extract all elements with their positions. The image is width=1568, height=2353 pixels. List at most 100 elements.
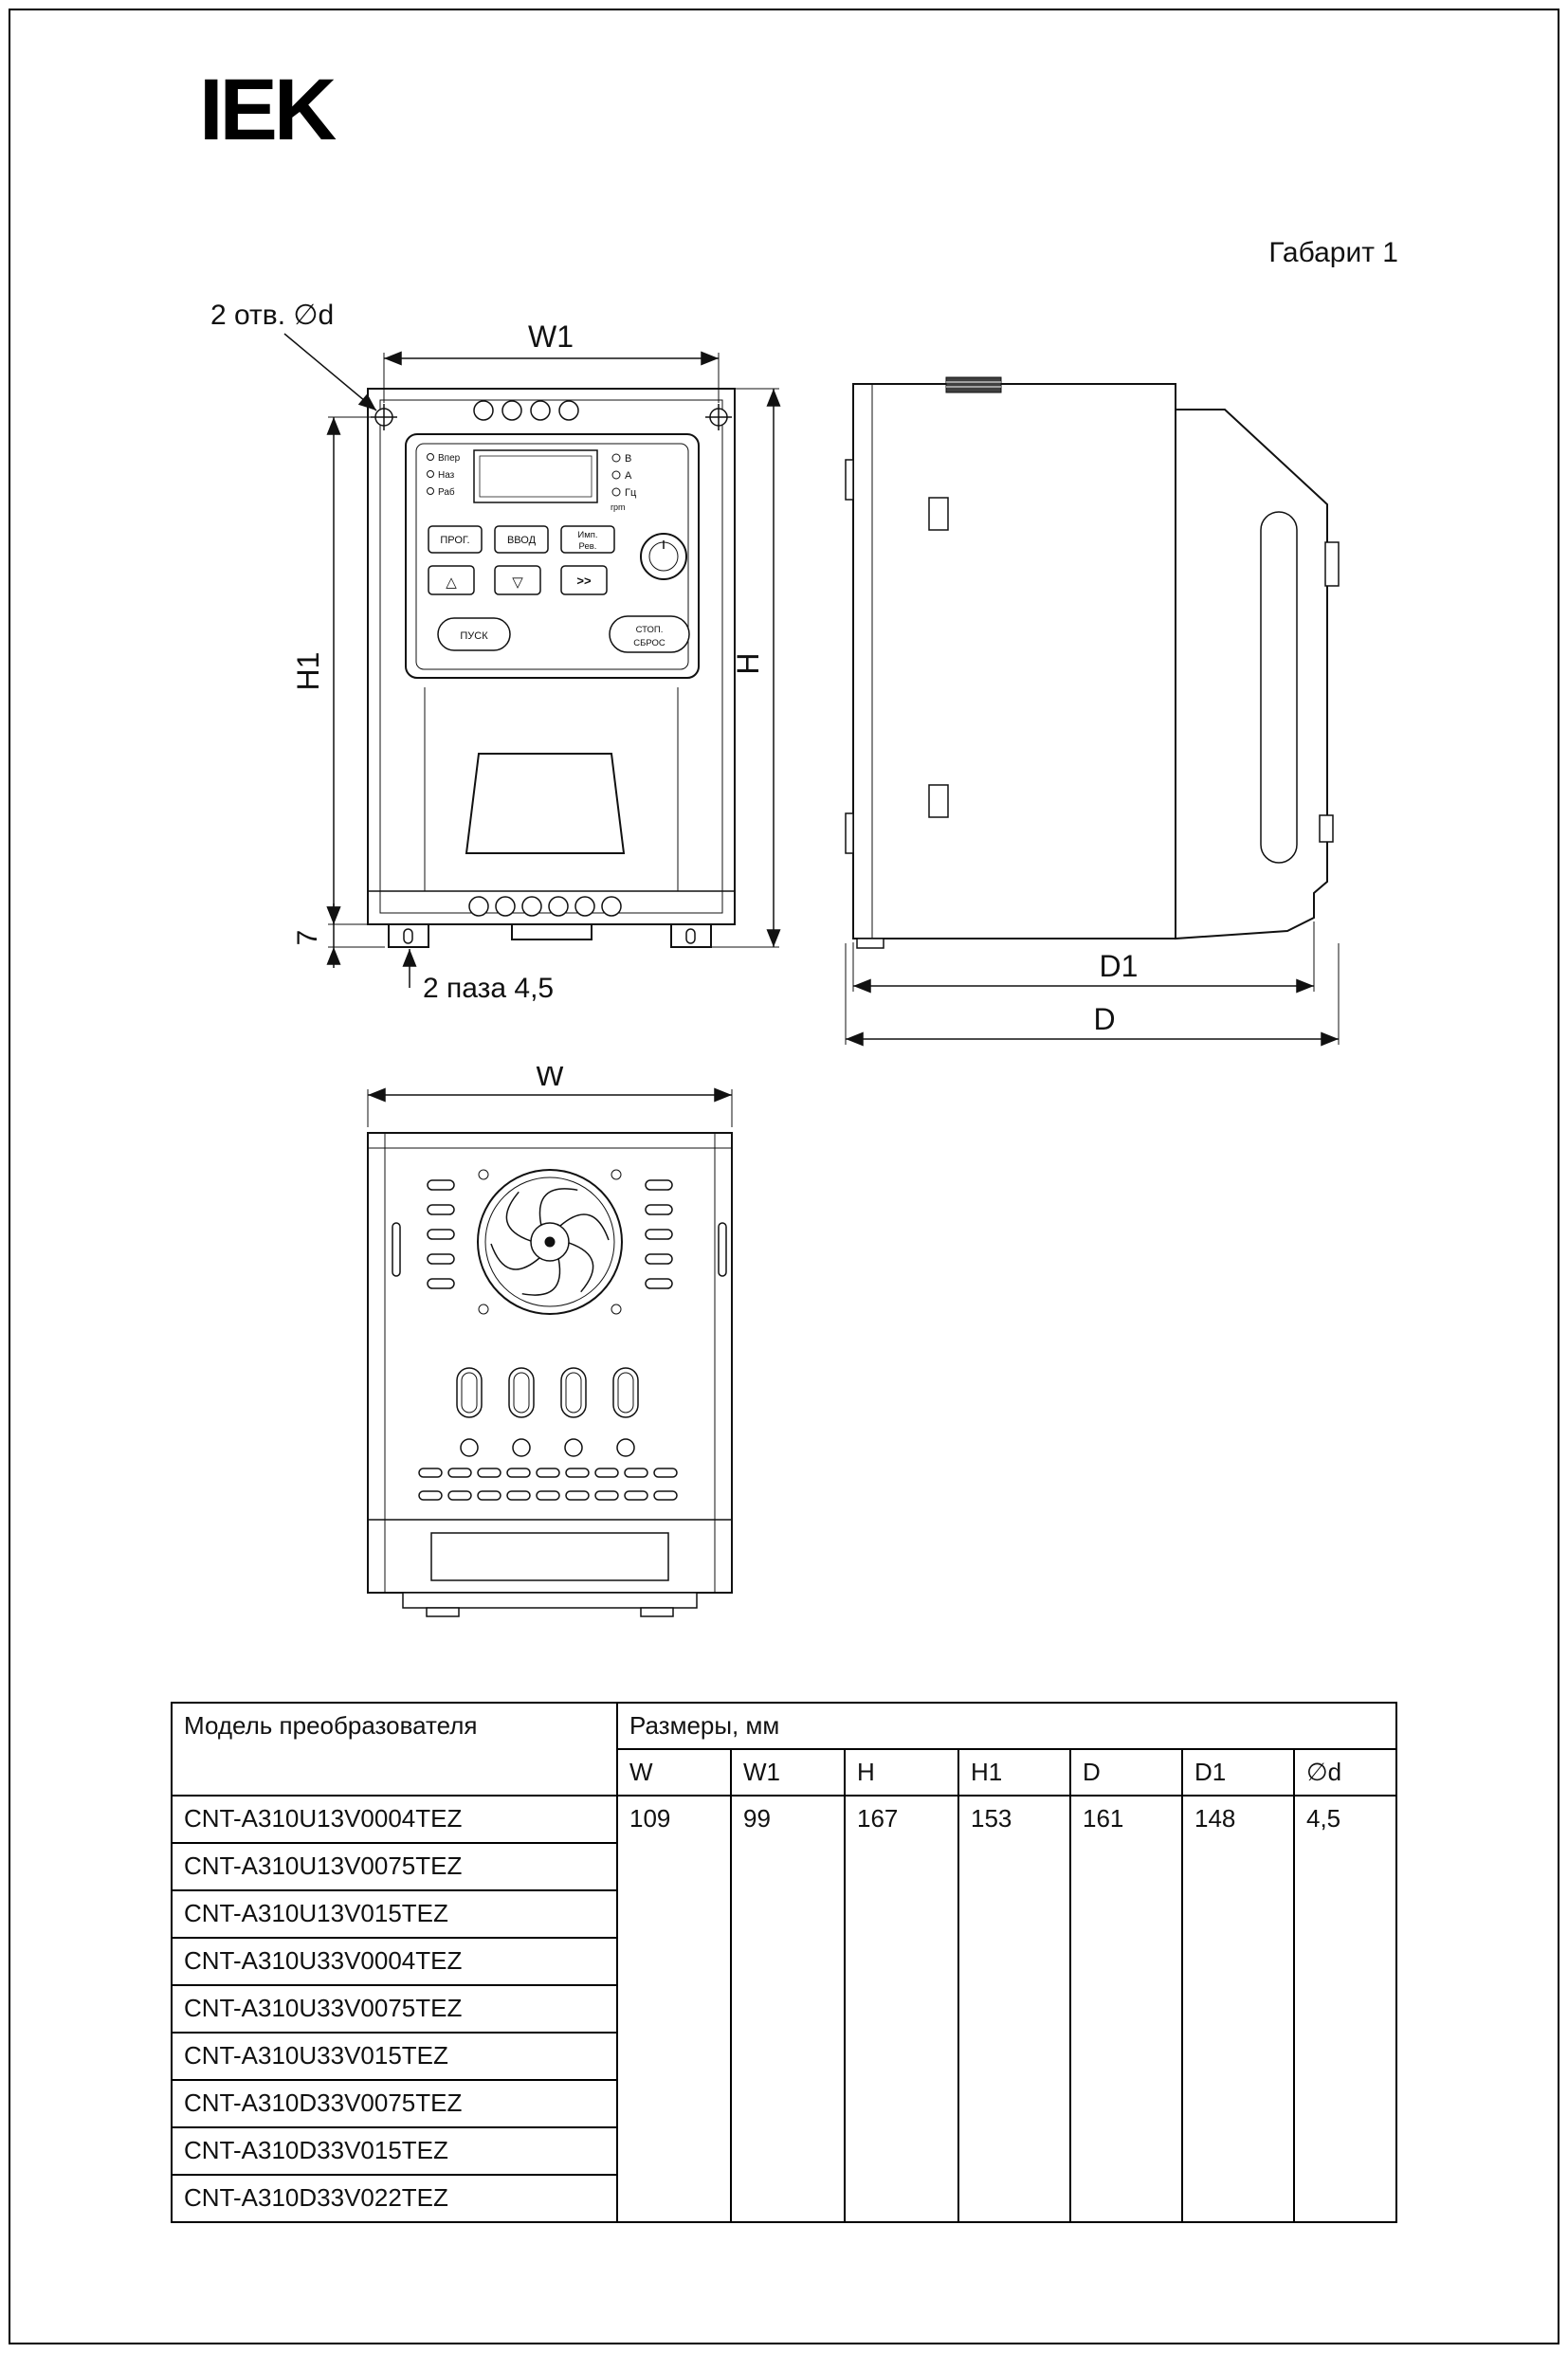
top-vent-grille (945, 376, 1002, 393)
dim-d1-label: D1 (1100, 949, 1139, 983)
led-label: Гц (625, 487, 637, 499)
col-header-d1: D1 (1181, 1748, 1295, 1797)
table-row: CNT-A310U33V0075TEZ (171, 1984, 1396, 2034)
table-row: CNT-A310D33V022TEZ (171, 2174, 1396, 2224)
table-row: CNT-A310U33V0004TEZ (171, 1937, 1396, 1987)
side-view-drawing: D1 D (845, 376, 1340, 1047)
value-w: 109 (616, 1795, 732, 2224)
cover-clip-top (1324, 541, 1340, 587)
foot-tab (856, 938, 884, 949)
front-cover-profile (1175, 409, 1328, 940)
dim-d-label: D (1093, 1002, 1115, 1036)
jog-rev-button (560, 525, 615, 554)
panel-labels: Впер Наз Раб B A Гц rpm ПРОГ. ВВОД Имп. … (438, 453, 665, 648)
bottom-lip (402, 1592, 698, 1609)
status-leds-right (611, 453, 621, 497)
model-cell: CNT-A310U13V0004TEZ (171, 1795, 618, 1845)
led-label: A (625, 470, 632, 482)
prog-button (428, 525, 483, 554)
table-row: CNT-A310U13V0075TEZ (171, 1842, 1396, 1892)
reset-button-label: СБРОС (633, 638, 665, 648)
sizes-header: Размеры, мм (615, 1701, 1398, 1751)
model-cell: CNT-A310U33V0004TEZ (171, 1937, 618, 1987)
value-diam: 4,5 (1292, 1795, 1398, 2224)
status-leds-left (427, 453, 434, 495)
front-view-drawing: Впер Наз Раб B A Гц rpm ПРОГ. ВВОД Имп. … (210, 300, 781, 1004)
cooling-fan (477, 1169, 623, 1315)
model-cell: CNT-A310U13V015TEZ (171, 1889, 618, 1940)
col-header-h: H (844, 1748, 959, 1797)
stop-reset-button (609, 615, 690, 653)
side-body-outline (845, 383, 1340, 949)
jog-button-label: Имп. (577, 530, 597, 540)
col-header-w: W (616, 1748, 732, 1797)
dim-h1-label: H1 (291, 652, 325, 691)
terminal-block (430, 1532, 669, 1581)
model-cell: CNT-A310D33V0075TEZ (171, 2079, 618, 2129)
prog-button-label: ПРОГ. (440, 535, 469, 546)
value-h1: 153 (957, 1795, 1071, 2224)
col-header-w1: W1 (730, 1748, 846, 1797)
din-clip-bottom (845, 812, 854, 854)
dim-h-label: H (731, 652, 765, 674)
table-row: CNT-A310U13V0004TEZ 109 99 167 153 161 1… (171, 1795, 1398, 2224)
rev-button-label: Рев. (579, 541, 597, 552)
enter-button-label: ВВОД (507, 535, 537, 546)
bottom-terminal-holes (468, 896, 622, 917)
rpm-label: rpm (611, 502, 626, 512)
col-header-d: D (1069, 1748, 1183, 1797)
mount-slot-right (685, 928, 696, 944)
model-cell: CNT-A310U33V0075TEZ (171, 1984, 618, 2034)
up-arrow-icon: △ (446, 575, 457, 591)
bottom-view-drawing: W (367, 1067, 733, 1617)
run-button-label: ПУСК (460, 630, 488, 642)
slots-note: 2 паза 4,5 (423, 973, 554, 1004)
enter-button (494, 525, 549, 554)
cover-clip-bottom (1319, 814, 1334, 843)
control-panel (405, 433, 700, 679)
front-dimensions: W1 H1 7 H 2 отв. ∅d 2 паза 4,5 (210, 300, 781, 1004)
down-arrow-icon: ▽ (512, 575, 523, 591)
led-label: Раб (438, 486, 455, 498)
potentiometer-knob (640, 533, 687, 580)
dim-w1-label: W1 (528, 319, 574, 354)
stop-button-label: СТОП. (636, 625, 664, 635)
variant-label: Габарит 1 (1268, 237, 1398, 268)
side-vent-slots (392, 1179, 727, 1289)
mounting-holes (371, 404, 732, 430)
brand-logo: IEK (199, 62, 337, 158)
table-row: CNT-A310U33V015TEZ (171, 2032, 1396, 2082)
model-cell: CNT-A310D33V015TEZ (171, 2126, 618, 2177)
table-row: CNT-A310D33V015TEZ (171, 2126, 1396, 2177)
bottom-dimensions: W (367, 1067, 733, 1127)
col-header-h1: H1 (957, 1748, 1071, 1797)
table-row: CNT-A310U13V015TEZ (171, 1889, 1396, 1940)
model-cell: CNT-A310U13V0075TEZ (171, 1842, 618, 1892)
table-header-row: Модель преобразователя Размеры, мм (171, 1701, 1398, 1797)
led-label: B (625, 453, 631, 465)
cable-entry-slots (456, 1367, 639, 1457)
bottom-tab-center (511, 923, 593, 940)
model-column-header: Модель преобразователя (171, 1701, 618, 1797)
down-button (494, 565, 541, 595)
model-cell: CNT-A310D33V022TEZ (171, 2174, 618, 2224)
dim-w-label: W (536, 1067, 565, 1092)
top-vent-holes (473, 400, 579, 421)
din-clip-top (845, 459, 854, 501)
up-button (428, 565, 475, 595)
led-label: Впер (438, 453, 461, 464)
holes-note: 2 отв. ∅d (210, 300, 334, 331)
side-vent-slot (1260, 511, 1298, 864)
side-dimensions: D1 D (845, 921, 1340, 1047)
value-d: 161 (1069, 1795, 1183, 2224)
mount-slot-left (403, 928, 413, 944)
value-d1: 148 (1181, 1795, 1295, 2224)
col-header-diam: ∅d (1292, 1748, 1398, 1797)
table-subheader-row: W W1 H H1 D D1 ∅d (172, 1748, 1398, 1797)
run-button (437, 617, 511, 651)
table-row: CNT-A310D33V0075TEZ (171, 2079, 1396, 2129)
vent-grid (418, 1468, 678, 1501)
dimensions-table: Модель преобразователя Размеры, мм W W1 … (171, 1701, 1398, 2224)
model-cell: CNT-A310U33V015TEZ (171, 2032, 618, 2082)
